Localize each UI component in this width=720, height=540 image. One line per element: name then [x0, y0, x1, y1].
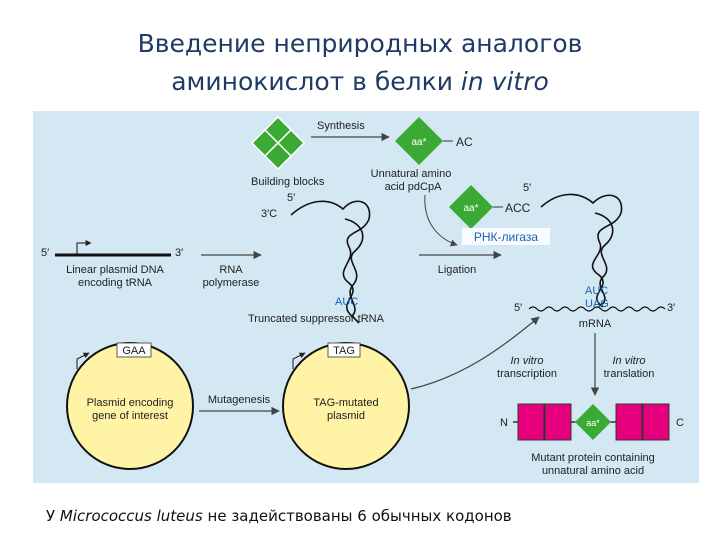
rna-polymerase-label-1: RNA	[219, 264, 243, 276]
three-prime-c-label: 3′C	[261, 208, 277, 220]
unnatural-aa-diamond: aa*	[395, 117, 443, 165]
mrna-strand	[528, 306, 666, 312]
slide-caption: У Micrococcus luteus не задействованы 6 …	[46, 507, 512, 525]
protein-residue	[544, 403, 572, 441]
mutant-protein-label-1: Mutant protein containing	[531, 452, 655, 464]
ac-label: AC	[456, 135, 473, 149]
mutagenesis-label: Mutagenesis	[208, 394, 271, 406]
three-prime-mrna: 3′	[667, 302, 675, 314]
building-blocks-label: Building blocks	[251, 176, 325, 188]
synthesis-label: Synthesis	[317, 120, 365, 132]
promoter-arrow-plasmid	[76, 352, 90, 369]
truncated-trna-shape	[290, 200, 371, 324]
caption-suffix: не задействованы 6 обычных кодонов	[202, 507, 512, 525]
five-prime-dna: 5′	[41, 247, 49, 259]
linear-dna-label-1: Linear plasmid DNA	[66, 264, 164, 276]
transcription-arrow	[410, 316, 540, 390]
in-vitro-transcription-1: In vitro	[510, 355, 543, 367]
three-prime-dna: 3′	[175, 247, 183, 259]
aa-to-ligation-arrow	[424, 194, 458, 247]
auc-label-right: AUC	[585, 285, 608, 297]
auc-label-left: AUC	[335, 296, 358, 308]
mutant-protein-label-2: unnatural amino acid	[542, 465, 644, 477]
aa-acc-diamond: aa*	[449, 185, 493, 229]
five-prime-mrna: 5′	[514, 302, 522, 314]
caption-prefix: У	[46, 507, 60, 525]
charged-trna-strand	[594, 212, 614, 306]
aa-label-protein: aa*	[586, 418, 600, 428]
rna-ligase-box	[462, 228, 550, 245]
slide-title-line2: аминокислот в белки in vitro	[0, 65, 720, 99]
tag-label: TAG	[333, 345, 355, 357]
slide-title-italic: in vitro	[460, 67, 549, 96]
in-vitro-translation-1: In vitro	[612, 355, 645, 367]
pathway-diagram: Synthesis aa* AC Unnatural amino acid pd…	[33, 111, 699, 483]
tag-mutated-label-1: TAG-mutated	[313, 397, 378, 409]
plasmid-label-2: gene of interest	[92, 410, 168, 422]
slide-title-text: аминокислот в белки	[171, 67, 461, 96]
acc-label: ACC	[505, 201, 531, 215]
in-vitro-translation-2: translation	[604, 368, 655, 380]
c-terminus-label: C	[676, 417, 684, 429]
protein-residue	[517, 403, 545, 441]
aa-label-mid: aa*	[463, 203, 478, 214]
caption-species: Micrococcus luteus	[59, 507, 203, 525]
protein-residue	[615, 403, 643, 441]
five-prime-charged: 5′	[523, 182, 531, 194]
uag-label: UAG	[585, 298, 609, 310]
aa-label-top: aa*	[411, 137, 426, 148]
charged-trna-shape	[540, 193, 623, 308]
slide-title-line1: Введение неприродных аналогов	[137, 29, 583, 58]
promoter-arrow-dna	[76, 240, 92, 255]
mrna-label: mRNA	[579, 318, 612, 330]
tag-mutated-label-2: plasmid	[327, 410, 365, 422]
in-vitro-transcription-2: transcription	[497, 368, 557, 380]
unnatural-aa-label-2: acid pdCpA	[385, 181, 443, 193]
truncated-trna-label: Truncated suppressor tRNA	[248, 313, 385, 325]
unnatural-aa-label-1: Unnatural amino	[371, 168, 452, 180]
truncated-trna-strand	[344, 218, 364, 318]
gaa-label: GAA	[122, 345, 146, 357]
linear-dna-label-2: encoding tRNA	[78, 277, 153, 289]
n-terminus-label: N	[500, 417, 508, 429]
building-blocks-icon	[250, 115, 306, 171]
rna-polymerase-label-2: polymerase	[203, 277, 260, 289]
tag-box	[327, 342, 361, 358]
ligation-label: Ligation	[438, 264, 477, 276]
promoter-arrow-mutated	[292, 352, 306, 369]
plasmid-label-1: Plasmid encoding	[87, 397, 174, 409]
five-prime-trna: 5′	[287, 192, 295, 204]
rna-ligase-label: РНК-лигаза	[474, 230, 539, 244]
gaa-box	[116, 342, 152, 358]
protein-aa-diamond	[575, 404, 611, 440]
protein-residue	[642, 403, 670, 441]
